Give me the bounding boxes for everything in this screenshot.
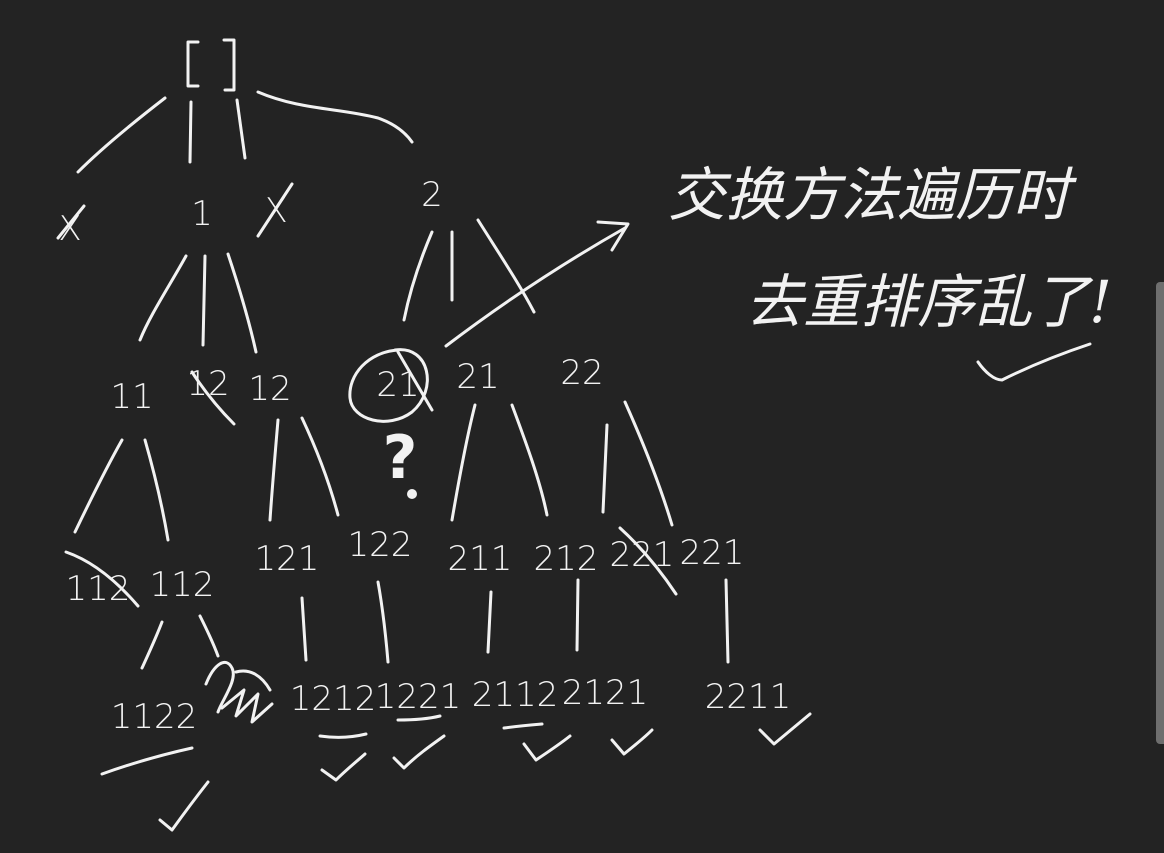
level2-marks	[190, 348, 434, 426]
level2-node: 11	[110, 377, 153, 417]
scribbled-node	[204, 661, 274, 724]
level2-nodes: 11 12 12 21 21 22	[110, 353, 603, 417]
annotation: 交换方法遍历时 去重排序乱了!	[668, 161, 1112, 382]
edges-root	[76, 90, 414, 174]
check-icon	[758, 712, 812, 746]
level4-node: 1221	[375, 677, 462, 717]
level1-node: 2	[421, 175, 443, 215]
level3-node: 112	[66, 569, 131, 609]
level4-node: 1212	[290, 679, 377, 719]
check-icon	[158, 780, 210, 832]
question-mark-text: ?	[383, 423, 418, 493]
root-node: []	[186, 38, 236, 92]
level4-node: 2121	[562, 673, 649, 713]
edges-level1	[138, 218, 536, 354]
level2-node: 22	[560, 353, 603, 393]
level2-node: 12	[186, 364, 229, 404]
level2-node-circled: 21	[376, 365, 419, 405]
level2-node: 12	[248, 369, 291, 409]
level1-node: X	[58, 209, 81, 249]
level1-strikes	[56, 182, 294, 240]
annotation-underline	[976, 342, 1092, 382]
check-icon	[522, 734, 572, 762]
check-icon	[392, 734, 446, 770]
level3-node: 211	[448, 539, 513, 579]
level4-node: 2211	[705, 677, 792, 717]
level3-node: 212	[534, 539, 599, 579]
level4-node: 2112	[472, 675, 559, 715]
level1-node: 1	[191, 194, 213, 234]
annotation-line-2: 去重排序乱了!	[746, 268, 1112, 336]
level4-nodes: 1122 1212 1221 2112 2121 2211	[111, 673, 792, 737]
level3-node: 112	[150, 565, 215, 605]
check-icon	[320, 752, 367, 782]
edge-scroll-strip[interactable]	[1156, 282, 1164, 744]
level1-nodes: X 1 X 2	[58, 175, 442, 249]
edges-level3	[140, 578, 730, 670]
check-marks	[158, 712, 812, 832]
level3-nodes: 112 112 121 122 211 212 221 221	[66, 525, 745, 609]
arrow-to-note	[444, 220, 630, 348]
level3-node: 221	[610, 535, 675, 575]
edges-level2	[73, 400, 674, 542]
level3-node: 122	[348, 525, 413, 565]
question-dot	[407, 489, 417, 499]
annotation-line-1: 交换方法遍历时	[668, 161, 1078, 229]
check-icon	[610, 728, 654, 756]
level3-node: 221	[680, 533, 745, 573]
level4-node: 1122	[111, 697, 198, 737]
level4-underlines	[100, 714, 544, 776]
level3-node: 121	[255, 539, 320, 579]
level3-strikes	[64, 526, 678, 608]
level2-node: 21	[456, 357, 499, 397]
question-mark: ?	[383, 423, 418, 499]
